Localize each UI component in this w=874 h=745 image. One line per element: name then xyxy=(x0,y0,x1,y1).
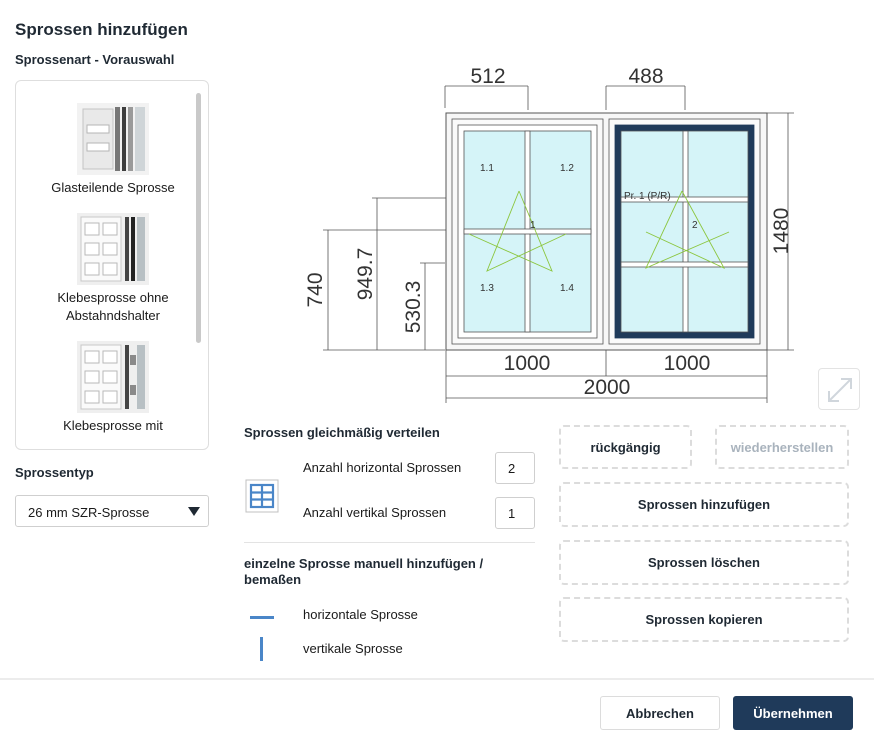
field-label-1-4: 1.4 xyxy=(560,283,574,294)
preselection-list: Glasteilende Sprosse Klebesprosse ohne A… xyxy=(16,81,196,437)
vertical-count-input[interactable] xyxy=(495,497,535,529)
window-drawing-svg: 512 488 1000 1000 2000 1480 740 949.7 53… xyxy=(304,65,794,403)
dim-total-height: 1480 xyxy=(770,208,793,255)
preselection-item-label: Glasteilende Sprosse xyxy=(51,180,175,195)
sash-right-selected[interactable] xyxy=(614,124,755,339)
expand-drawing-button[interactable] xyxy=(818,368,860,410)
profile-label: Pr. 1 (P/R) xyxy=(624,191,671,202)
preselection-item-glasteilende[interactable]: Glasteilende Sprosse xyxy=(16,103,196,197)
dim-bottom-left: 1000 xyxy=(504,352,551,375)
horizontal-sprosse-label[interactable]: horizontale Sprosse xyxy=(303,607,418,622)
expand-icon xyxy=(828,378,852,402)
field-label-1-1: 1.1 xyxy=(480,163,494,174)
sprossentyp-label: Sprossentyp xyxy=(15,465,94,480)
window-drawing[interactable]: 512 488 1000 1000 2000 1480 740 949.7 53… xyxy=(290,58,810,408)
horizontal-sprosse-icon[interactable] xyxy=(250,616,274,619)
add-sprossen-button[interactable]: Sprossen hinzufügen xyxy=(559,482,849,527)
sprossentyp-select[interactable]: 26 mm SZR-Sprosse xyxy=(15,495,209,527)
copy-sprossen-button[interactable]: Sprossen kopieren xyxy=(559,597,849,642)
preselection-label: Sprossenart - Vorauswahl xyxy=(15,52,175,67)
sprossentyp-selected-value: 26 mm SZR-Sprosse xyxy=(28,505,150,520)
dialog-title: Sprossen hinzufügen xyxy=(15,20,188,39)
horizontal-count-input[interactable] xyxy=(495,452,535,484)
dim-bottom-right: 1000 xyxy=(664,352,711,375)
dim-total-width: 2000 xyxy=(584,376,631,399)
field-label-1-3: 1.3 xyxy=(480,283,494,294)
preselection-item-label: Klebesprosse mit Abstandshalter xyxy=(63,418,163,437)
vertical-sprosse-icon[interactable] xyxy=(260,637,263,661)
sash-left-label: 1 xyxy=(530,220,536,231)
dim-left-outer: 740 xyxy=(304,272,327,307)
dim-left-middle: 949.7 xyxy=(354,248,377,301)
section-divider xyxy=(244,542,535,543)
undo-button[interactable]: rückgängig xyxy=(559,425,692,469)
grid-sprossen-icon[interactable] xyxy=(245,479,279,513)
sash-right-label: 2 xyxy=(692,220,698,231)
distribute-heading: Sprossen gleichmäßig verteilen xyxy=(244,425,440,440)
dim-left-inner: 530.3 xyxy=(402,281,425,334)
preselection-panel: Glasteilende Sprosse Klebesprosse ohne A… xyxy=(15,80,209,450)
apply-button[interactable]: Übernehmen xyxy=(733,696,853,730)
manual-heading: einzelne Sprosse manuell hinzufügen / be… xyxy=(244,556,484,587)
preselection-item-klebesprosse-mit[interactable]: Klebesprosse mit Abstandshalter xyxy=(16,341,196,437)
preselection-item-label: Klebesprosse ohne Abstahndshalter xyxy=(57,290,169,323)
horizontal-count-label: Anzahl horizontal Sprossen xyxy=(303,460,462,475)
cancel-button[interactable]: Abbrechen xyxy=(600,696,720,730)
klebesprosse-ohne-image xyxy=(77,213,149,285)
dim-top-right: 488 xyxy=(628,65,663,88)
redo-button[interactable]: wiederherstellen xyxy=(715,425,849,469)
chevron-down-icon xyxy=(188,507,200,516)
footer-divider xyxy=(0,678,874,680)
klebesprosse-mit-image xyxy=(77,341,149,413)
field-label-1-2: 1.2 xyxy=(560,163,574,174)
vertical-count-label: Anzahl vertikal Sprossen xyxy=(303,505,447,520)
preselection-item-klebesprosse-ohne[interactable]: Klebesprosse ohne Abstahndshalter xyxy=(16,213,196,325)
delete-sprossen-button[interactable]: Sprossen löschen xyxy=(559,540,849,585)
vertical-sprosse-label[interactable]: vertikale Sprosse xyxy=(303,641,403,656)
preselection-scrollbar[interactable] xyxy=(196,93,201,343)
glasteilende-sprosse-image xyxy=(77,103,149,175)
sash-left[interactable] xyxy=(463,130,592,333)
dim-top-left: 512 xyxy=(470,65,505,88)
